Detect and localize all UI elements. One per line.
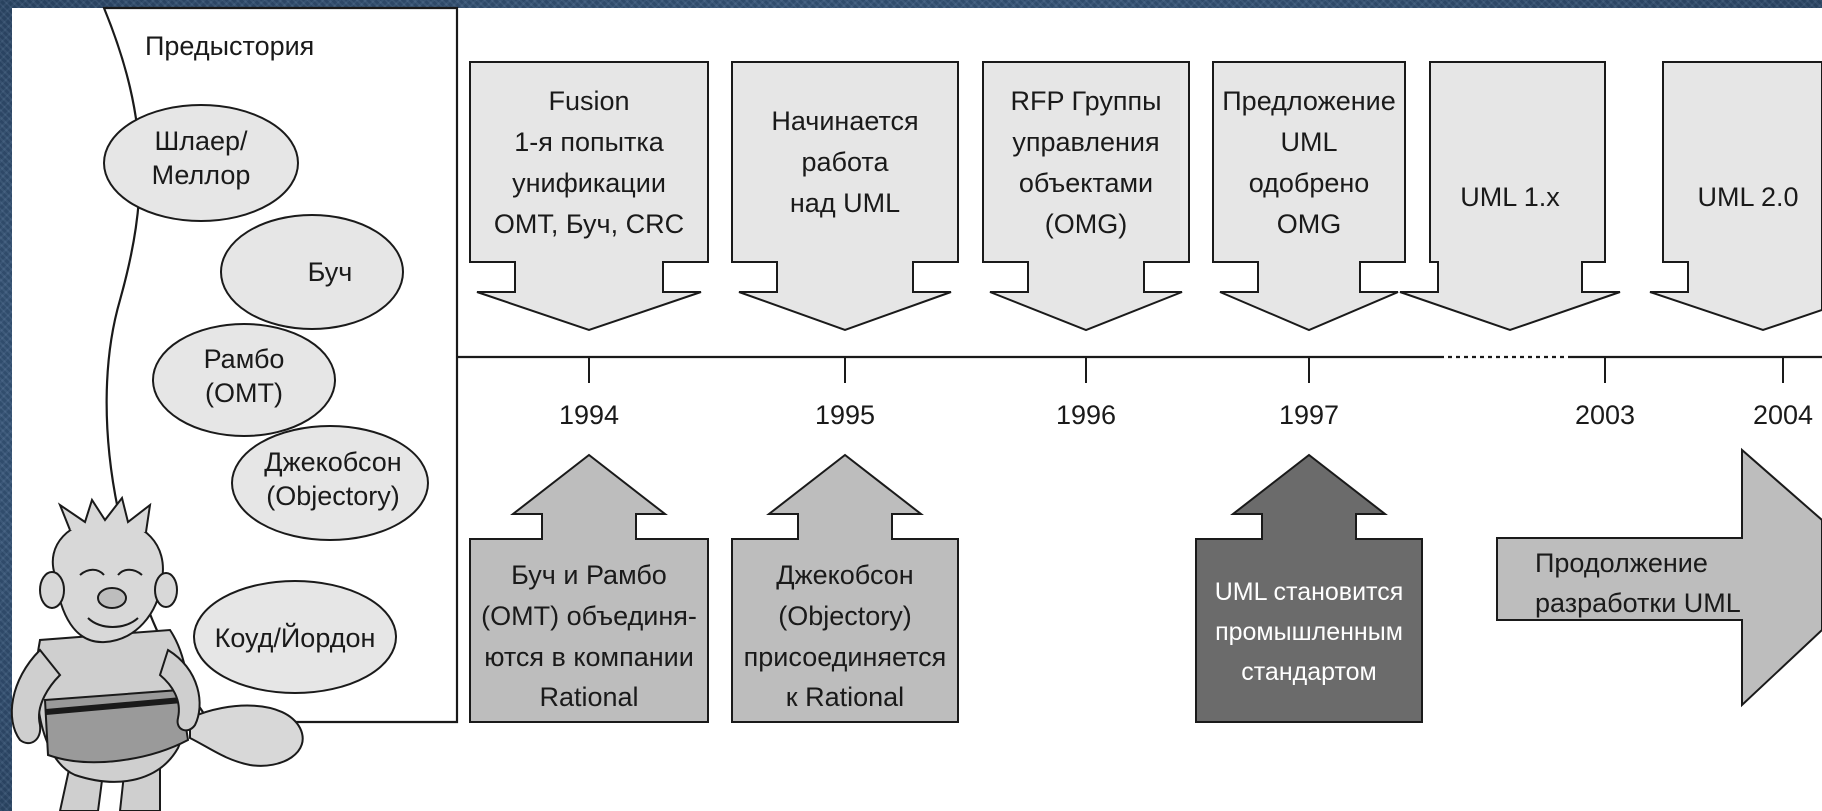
method-label-line: (Objectory) bbox=[266, 481, 400, 511]
milestone-label-line: управления bbox=[1012, 127, 1159, 157]
year-label: 1997 bbox=[1279, 400, 1339, 430]
milestone-label-line: работа bbox=[802, 147, 890, 177]
milestone-label-line: над UML bbox=[790, 188, 900, 218]
event-label-line: Джекобсон bbox=[776, 560, 913, 590]
milestone-label-line: объектами bbox=[1019, 168, 1153, 198]
event-label-line: присоединяется bbox=[744, 642, 947, 672]
method-label-line: Буч bbox=[308, 257, 353, 287]
method-label-line: Шлаер/ bbox=[154, 126, 248, 156]
year-2003: 2003 bbox=[1575, 357, 1635, 430]
method-label-line: Джекобсон bbox=[264, 447, 401, 477]
year-1995: 1995 bbox=[815, 357, 875, 430]
milestone-uml-work-begins: Начинается работа над UML bbox=[731, 61, 959, 332]
method-booch: Буч bbox=[220, 214, 404, 330]
milestone-label-line: RFP Группы bbox=[1011, 86, 1162, 116]
event-label-line: ются в компании bbox=[484, 642, 694, 672]
milestone-label-line: унификации bbox=[512, 168, 666, 198]
continuation-arrow: Продолжение разработки UML bbox=[1496, 447, 1822, 708]
year-1996: 1996 bbox=[1056, 357, 1116, 430]
milestone-label-line: UML 1.x bbox=[1460, 182, 1560, 212]
milestone-label-line: OMG bbox=[1277, 209, 1342, 239]
continuation-label-line: Продолжение bbox=[1535, 548, 1708, 578]
prehistory-title: Предыстория bbox=[145, 31, 314, 61]
year-label: 2003 bbox=[1575, 400, 1635, 430]
event-uml-industry-standard: UML становится промышленным стандартом bbox=[1195, 453, 1423, 723]
method-label-line: Рамбо bbox=[204, 344, 285, 374]
caveman-with-club-icon bbox=[10, 495, 304, 811]
milestone-omg-rfp: RFP Группы управления объектами (OMG) bbox=[982, 61, 1190, 332]
year-1994: 1994 bbox=[559, 357, 619, 430]
event-label-line: Rational bbox=[539, 682, 638, 712]
milestone-label-line: UML bbox=[1280, 127, 1337, 157]
year-label: 1996 bbox=[1056, 400, 1116, 430]
milestone-uml-1x: UML 1.x bbox=[1399, 61, 1621, 332]
milestone-label-line: (OMG) bbox=[1045, 209, 1127, 239]
milestone-label-line: одобрено bbox=[1249, 168, 1370, 198]
method-rumbaugh-omt: Рамбо (OMT) bbox=[152, 323, 336, 437]
method-label-line: (OMT) bbox=[205, 378, 283, 408]
method-jacobson-objectory: Джекобсон (Objectory) bbox=[231, 425, 429, 541]
method-shlaer-mellor: Шлаер/ Меллор bbox=[103, 104, 299, 222]
event-label-line: Буч и Рамбо bbox=[511, 560, 667, 590]
year-label: 1994 bbox=[559, 400, 619, 430]
milestone-label-line: 1-я попытка bbox=[514, 127, 665, 157]
method-label-line: Меллор bbox=[152, 160, 251, 190]
event-label-line: стандартом bbox=[1241, 658, 1377, 686]
method-label-line: Коуд/Йордон bbox=[215, 622, 376, 653]
milestone-label-line: OMT, Буч, CRC bbox=[494, 209, 684, 239]
milestone-uml-proposal-approved: Предложение UML одобрено OMG bbox=[1212, 61, 1406, 332]
event-label-line: (OMT) объединя- bbox=[481, 601, 697, 631]
year-1997: 1997 bbox=[1279, 357, 1339, 430]
event-jacobson-joins-rational: Джекобсон (Objectory) присоединяется к R… bbox=[731, 453, 959, 723]
continuation-label-line: разработки UML bbox=[1535, 588, 1741, 618]
year-2004: 2004 bbox=[1753, 357, 1813, 430]
event-booch-rumbaugh-join-rational: Буч и Рамбо (OMT) объединя- ются в компа… bbox=[469, 453, 709, 723]
milestone-label-line: Fusion bbox=[548, 86, 629, 116]
year-label: 2004 bbox=[1753, 400, 1813, 430]
event-label-line: (Objectory) bbox=[778, 601, 912, 631]
year-label: 1995 bbox=[815, 400, 875, 430]
event-label-line: UML становится bbox=[1215, 578, 1404, 606]
milestone-label-line: UML 2.0 bbox=[1697, 182, 1798, 212]
method-coad-yourdon: Коуд/Йордон bbox=[193, 580, 397, 694]
event-label-line: промышленным bbox=[1215, 618, 1403, 646]
milestone-label-line: Предложение bbox=[1222, 86, 1395, 116]
milestone-uml-20: UML 2.0 bbox=[1649, 61, 1822, 332]
milestone-fusion: Fusion 1-я попытка унификации OMT, Буч, … bbox=[469, 61, 709, 332]
event-label-line: к Rational bbox=[786, 682, 904, 712]
milestone-label-line: Начинается bbox=[771, 106, 918, 136]
